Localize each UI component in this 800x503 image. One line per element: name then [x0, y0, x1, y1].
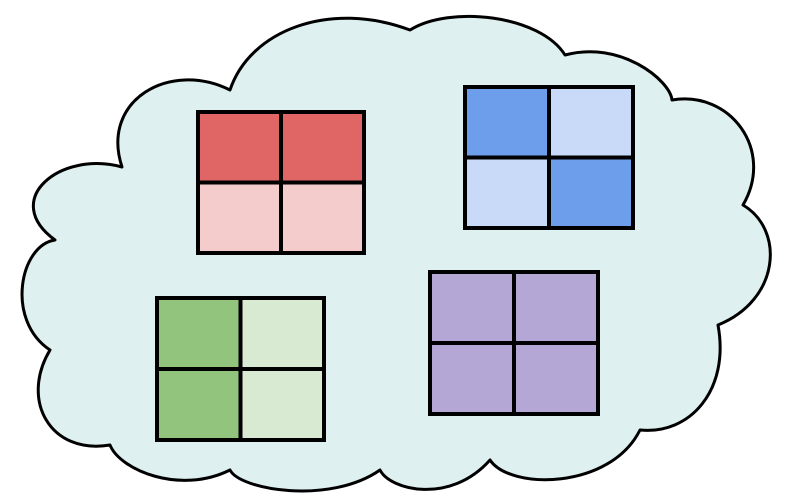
blue-grid-bottom-right-cell: [549, 157, 633, 228]
blue-grid-bottom-left-cell: [465, 157, 549, 228]
blue-grid-top-right-cell: [549, 87, 633, 158]
purple-grid-bottom-left-cell: [430, 343, 514, 414]
purple-grid: [428, 270, 600, 416]
red-grid-bottom-left-cell: [198, 182, 281, 253]
green-grid-bottom-left-cell: [157, 369, 241, 440]
blue-grid: [463, 85, 635, 230]
green-grid-top-right-cell: [240, 298, 324, 369]
green-grid: [155, 296, 326, 442]
purple-grid-top-right-cell: [514, 272, 598, 343]
red-grid: [196, 110, 366, 255]
blue-grid-top-left-cell: [465, 87, 549, 158]
red-grid-top-left-cell: [198, 112, 281, 183]
purple-grid-top-left-cell: [430, 272, 514, 343]
red-grid-top-right-cell: [281, 112, 364, 183]
red-grid-bottom-right-cell: [281, 182, 364, 253]
purple-grid-bottom-right-cell: [514, 343, 598, 414]
green-grid-bottom-right-cell: [240, 369, 324, 440]
green-grid-top-left-cell: [157, 298, 241, 369]
cloud-shape: [20, 14, 772, 493]
